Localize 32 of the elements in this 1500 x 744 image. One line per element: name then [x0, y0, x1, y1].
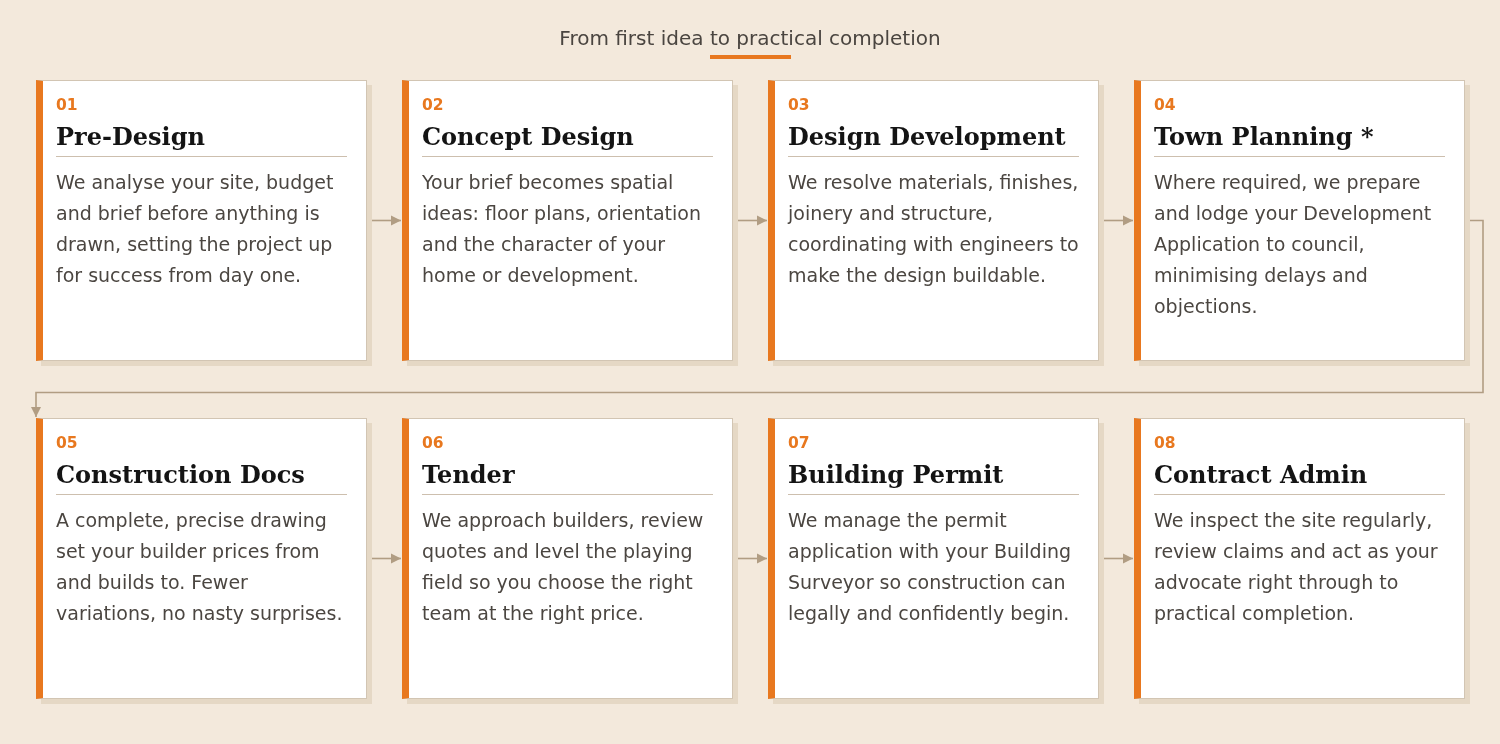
step-title: Concept Design [422, 123, 634, 151]
step-description: We inspect the site regularly, review claims and act as your advocate right through to practical completion. [1154, 508, 1439, 626]
step-description: We approach builders, review quotes and level the playing field so you choose the right team at the right price. [422, 508, 705, 626]
step-description: We resolve materials, finishes, joinery and structure, coordinating with engineers to make the design buildable. [788, 170, 1080, 288]
step-number: 05 [56, 434, 78, 452]
step-number: 03 [788, 96, 810, 114]
step-description: We analyse your site, budget and brief before anything is drawn, setting the project up for success from day one. [56, 170, 335, 288]
step-number: 08 [1154, 434, 1176, 452]
step-title: Tender [422, 461, 515, 489]
connector-arrow [737, 215, 768, 226]
step-description: Your brief becomes spatial ideas: floor plans, orientation and the character of your home or development. [422, 170, 703, 288]
step-title: Pre-Design [56, 123, 205, 151]
step-number: 07 [788, 434, 810, 452]
step-number: 04 [1154, 96, 1176, 114]
connector-arrow [371, 553, 402, 564]
step-title: Town Planning * [1154, 123, 1374, 151]
step-description: Where required, we prepare and lodge your Development Application to council, minimising delays and objections. [1154, 170, 1433, 319]
connector-arrow [1103, 215, 1134, 226]
step-title: Building Permit [788, 461, 1004, 489]
connector-arrow [371, 215, 402, 226]
connector-arrow [737, 553, 768, 564]
step-description: We manage the permit application with your Building Surveyor so construction can legally and confidently begin. [788, 508, 1073, 626]
step-number: 06 [422, 434, 444, 452]
step-number: 02 [422, 96, 444, 114]
step-description: A complete, precise drawing set your builder prices from and builds to. Fewer variations, no nasty surprises. [56, 508, 344, 626]
connector-arrow [1103, 553, 1134, 564]
diagram-title: From first idea to practical completion [559, 26, 941, 50]
step-title: Construction Docs [56, 461, 305, 489]
connector-arrow [31, 219, 1484, 418]
step-number: 01 [56, 96, 78, 114]
step-title: Design Development [788, 123, 1066, 151]
step-title: Contract Admin [1154, 461, 1368, 489]
